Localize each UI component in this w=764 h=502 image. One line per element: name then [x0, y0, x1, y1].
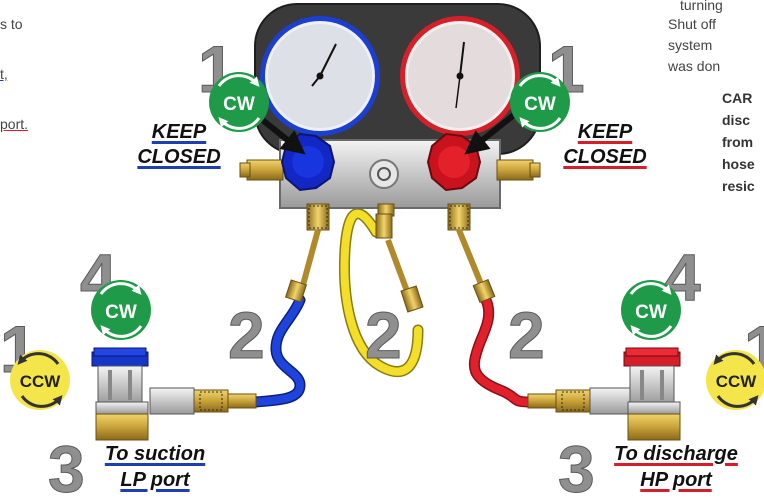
low-side-coupler [91, 347, 257, 441]
discharge-port-label: To discharge HP port [596, 441, 756, 493]
step-number-coupler-right: 3 [558, 432, 595, 497]
high-side-gauge [400, 16, 520, 136]
step-number-knob-right: 4 [664, 240, 701, 314]
caution-line-1: CAR [722, 90, 753, 106]
caution-line-4: hose [722, 156, 755, 172]
arrow-icon [464, 107, 522, 155]
step-number-hose-right: 2 [508, 298, 545, 372]
step-number-hose-middle: 2 [365, 298, 402, 372]
low-side-gauge [260, 16, 380, 136]
discharge-label-line-2: HP port [640, 469, 712, 491]
cw-label: CW [635, 302, 667, 323]
cw-label: CW [223, 94, 255, 115]
discharge-label-line-1: To discharge [614, 443, 738, 465]
step-number-hose-left: 2 [228, 298, 265, 372]
caution-line-5: resic [722, 178, 755, 194]
suction-label-line-1: To suction [104, 443, 206, 465]
caution-line-2: disc [722, 112, 751, 128]
cw-badge-gauge-left: CW [209, 72, 269, 132]
cropped-text-left-1: s to [0, 16, 23, 32]
keep-closed-left: KEEP CLOSED [124, 120, 234, 170]
cw-label: CW [105, 302, 137, 323]
caution-line-3: from [722, 134, 754, 150]
cw-badge-knob-left: CW [91, 280, 151, 340]
cropped-text-left-2: t, [0, 66, 8, 82]
rotate-cw-icon [518, 74, 561, 87]
cropped-text-right-4: was don [668, 58, 721, 74]
closed-label: CLOSED [563, 146, 647, 168]
ccw-badge-left: CCW [10, 350, 70, 410]
suction-port-label: To suction LP port [80, 441, 230, 493]
rotate-cw-icon [99, 282, 142, 295]
rotate-ccw-icon [17, 352, 60, 365]
high-side-valve-knob [426, 132, 482, 192]
ccw-label: CCW [716, 372, 758, 391]
cw-badge-knob-right: CW [621, 280, 681, 340]
ccw-badge-right: CCW [706, 350, 764, 410]
keep-label: KEEP [577, 121, 633, 143]
ccw-label: CCW [20, 372, 62, 391]
step-number-coupler-left: 3 [48, 432, 85, 497]
cw-label: CW [524, 94, 556, 115]
cropped-text-right-1: turning [680, 0, 723, 13]
manifold-gauge-set [239, 3, 541, 313]
cropped-text-left-3: port. [0, 116, 29, 132]
keep-label: KEEP [151, 121, 207, 143]
cropped-text-right-3: system [668, 37, 713, 53]
high-side-coupler [527, 347, 681, 441]
closed-label: CLOSED [137, 146, 221, 168]
rotate-cw-icon [629, 282, 672, 295]
cropped-text-right-2: Shut off [668, 16, 717, 32]
rotate-ccw-icon [713, 352, 756, 365]
suction-label-line-2: LP port [120, 469, 190, 491]
keep-closed-right: KEEP CLOSED [550, 120, 660, 170]
rotate-cw-icon [217, 74, 260, 87]
cw-badge-gauge-right: CW [510, 72, 570, 132]
hoses [249, 208, 536, 408]
